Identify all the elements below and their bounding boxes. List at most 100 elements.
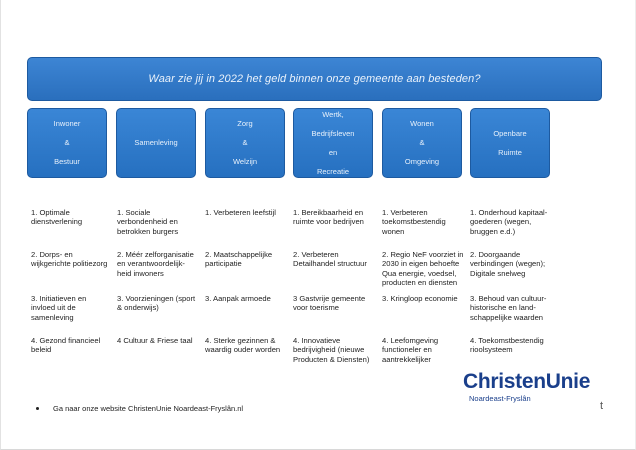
priority-line: verbindingen (wegen); [470, 259, 546, 269]
priority-line: wonen [382, 226, 405, 236]
priority-line: voor toerisme [293, 303, 340, 313]
tile-label-line: & [419, 138, 425, 147]
priority-cell: 1. Onderhoud kapitaal-goederen (wegen,br… [470, 208, 547, 236]
priority-line: beleid [31, 345, 52, 355]
corner-mark: t [600, 400, 604, 412]
bullet-dot [36, 407, 39, 410]
tile-label-line: Wertk, [322, 109, 344, 119]
tile-label-line: Welzijn [232, 157, 258, 166]
priority-line: 2. Regio NeF voorziet in [382, 250, 464, 259]
priority-line: verbondenheid en [117, 217, 178, 227]
priority-line: 2. Méér zelforganisatie [117, 250, 194, 259]
priority-line: & onderwijs) [117, 303, 159, 313]
priority-cell: 3. Kringloop economie [382, 294, 458, 303]
priority-line: samenleving [31, 312, 74, 322]
website-bullet: Ga naar onze website ChristenUnie Noarde… [36, 404, 243, 413]
christenunie-logo: ChristenUnie Noardeast-Fryslân [463, 371, 590, 404]
tile-label-line: Openbare [493, 128, 527, 138]
priority-cell: 4. Sterke gezinnen &waardig ouder worden [205, 336, 280, 355]
priority-line: 4. Gezond financieel [31, 336, 101, 345]
priority-line: 4. Toekomstbestendig [470, 336, 544, 345]
logo-subtitle: Noardeast-Fryslân [469, 394, 531, 403]
priority-line: toekomstbestendig [382, 217, 446, 227]
priority-line: waardig ouder worden [205, 345, 281, 355]
priority-line: 1. Verbeteren leefstijl [205, 208, 276, 217]
priority-line: heid inwoners [117, 268, 164, 278]
priority-line: 2030 in eigen behoefte [382, 259, 460, 269]
priority-line: 3 Gastvrije gemeente [293, 294, 366, 303]
tile-label-line: Samenleving [134, 138, 178, 147]
priority-line: schappelijke waarden [470, 312, 544, 322]
priority-line: bedrijvigheid (nieuwe [293, 345, 365, 355]
tile-label-line: & [242, 138, 248, 147]
priority-line: 1. Verbeteren [382, 208, 428, 217]
logo-wordmark: ChristenUnie [463, 371, 590, 393]
priority-cell: 3. Behoud van cultuur-historische en lan… [470, 294, 546, 322]
priority-line: 4 Cultuur & Friese taal [117, 336, 193, 345]
priority-line: rioolsysteem [470, 345, 513, 355]
priority-line: dienstverlening [31, 217, 83, 227]
priority-line: invloed uit de [31, 303, 76, 313]
tile-label-line: Inwoner [53, 119, 81, 128]
tile-label-line: Bedrijfsleven [311, 128, 355, 138]
priority-line: 4. Innovatieve [293, 336, 341, 345]
banner-text: Waar zie jij in 2022 het geld binnen onz… [148, 73, 481, 85]
category-tile: Inwoner&Bestuur [27, 108, 107, 178]
tile-label-line: Omgeving [404, 157, 440, 166]
priority-line: ruimte voor bedrijven [293, 217, 364, 227]
priority-line: Detailhandel structuur [293, 259, 367, 269]
tile-label-line: Zorg [237, 119, 253, 128]
priority-cell: 4 Cultuur & Friese taal [117, 336, 193, 345]
tile-label-line: & [64, 138, 70, 147]
category-tile: Samenleving [116, 108, 196, 178]
priority-line: bruggen e.d.) [470, 226, 516, 236]
priority-line: wijkgerichte politiezorg [31, 259, 108, 269]
priority-line: producten en diensten [382, 278, 458, 288]
website-text: Ga naar onze website ChristenUnie Noarde… [53, 404, 244, 413]
priority-line: Producten & Diensten) [293, 354, 370, 364]
category-tile: Wonen & Omgeving [382, 108, 462, 178]
question-banner: Waar zie jij in 2022 het geld binnen onz… [27, 57, 602, 101]
priority-line: 3. Initiatieven en [31, 294, 87, 303]
priority-cell: 3. Voorzieningen (sport& onderwijs) [117, 294, 195, 313]
logo-part-2: Unie [545, 370, 591, 393]
priority-line: historische en land- [470, 303, 536, 313]
priority-line: goederen (wegen, [470, 217, 532, 227]
priority-cell: 1. Verbeteren leefstijl [205, 208, 276, 217]
priority-cell: 3. Aanpak armoede [205, 294, 271, 303]
priority-line: 2. Doorgaande [470, 250, 521, 259]
priority-line: 2. Verbeteren [293, 250, 339, 259]
priority-line: 1. Bereikbaarheid en [293, 208, 364, 217]
priority-line: 2. Dorps- en [31, 250, 73, 259]
tile-label-line: Recreatie [316, 166, 350, 176]
priority-line: functioneler en [382, 345, 432, 355]
priority-line: 3. Voorzieningen (sport [117, 294, 196, 303]
tile-label-line: Wonen [410, 119, 434, 128]
priority-line: 1. Onderhoud kapitaal- [470, 208, 548, 217]
priority-line: 3. Behoud van cultuur- [470, 294, 547, 303]
priority-line: 3. Aanpak armoede [205, 294, 271, 303]
priority-line: 1. Sociale [117, 208, 151, 217]
priority-line: Digitale snelweg [470, 268, 526, 278]
priority-line: 2. Maatschappelijke [205, 250, 273, 259]
priority-line: participatie [205, 259, 242, 269]
priority-line: 3. Kringloop economie [382, 294, 458, 303]
